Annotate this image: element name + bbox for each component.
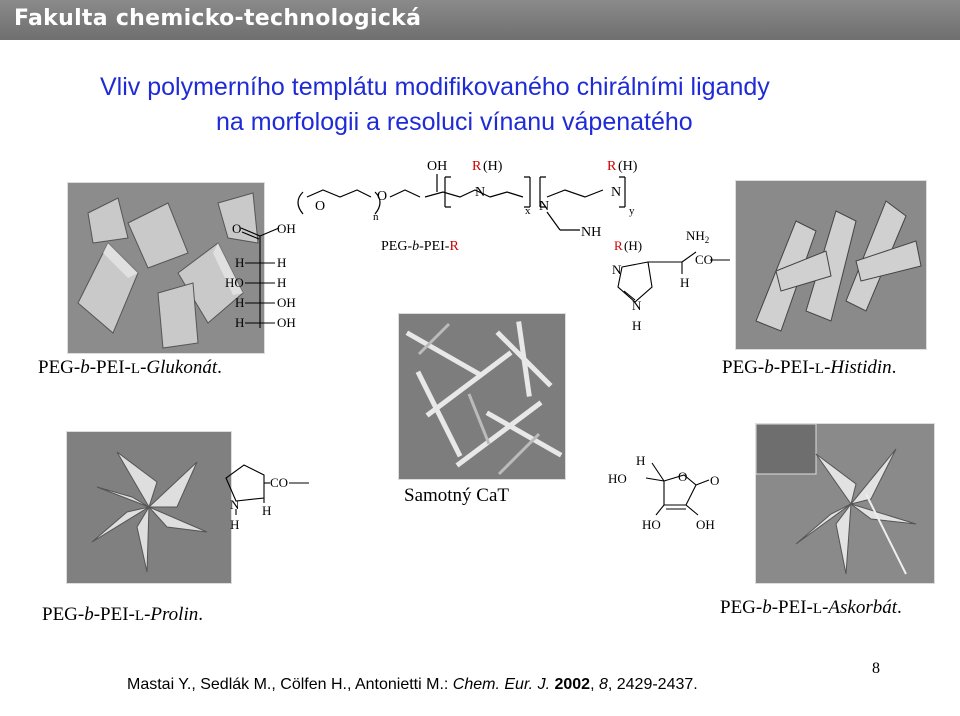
asc-O-ring: O: [678, 469, 687, 484]
poly-NH: NH: [581, 225, 601, 240]
polymer-structure: O O n OH R (H) N x N R (H) N y NH PEG-b-…: [297, 159, 638, 254]
asc-HO: HO: [642, 517, 661, 532]
poly-R2: R: [607, 159, 617, 174]
label-histidin: PEG-b-PEI-L-Histidin.: [722, 357, 897, 378]
sem-image-askorbat: [755, 423, 935, 584]
label-prolin: PEG-b-PEI-L-Prolin.: [42, 604, 203, 625]
poly-H2: (H): [618, 159, 638, 174]
his-N-top: N: [612, 262, 622, 277]
poly-name-R: R: [449, 239, 459, 254]
sem-image-glukonat: [67, 182, 265, 354]
sem-image-prolin: [66, 431, 232, 584]
label-askorbat: PEG-b-PEI-L-Askorbát.: [720, 597, 902, 618]
poly-N3: N: [611, 185, 621, 200]
pro-H-N: H: [230, 517, 239, 532]
asc-HO-top: HO: [608, 471, 627, 486]
gluc-H1: H: [235, 255, 244, 270]
poly-R1: R: [472, 159, 482, 174]
his-sub2: 2: [705, 235, 710, 245]
label-glukonat: PEG-b-PEI-L-Glukonát.: [38, 357, 222, 378]
his-NH: NH: [686, 228, 705, 243]
gluc-OH2: OH: [277, 295, 296, 310]
proline-structure: N H CO H: [225, 464, 309, 532]
poly-name-2: -PEI-: [419, 239, 450, 254]
his-N-bottom: N: [632, 298, 642, 313]
pro-CO: CO: [270, 475, 288, 490]
his-H-bottom: H: [632, 318, 641, 333]
poly-n: n: [373, 211, 379, 223]
poly-O: O: [377, 189, 387, 204]
asc-O-carbonyl: O: [710, 473, 719, 488]
ascorbate-structure: H HO O O HO OH: [608, 453, 719, 532]
gluc-H3: H: [277, 275, 286, 290]
poly-x: x: [525, 205, 531, 217]
his-R: R: [614, 238, 623, 253]
gluc-H4: H: [235, 295, 244, 310]
header-bar: [0, 0, 960, 40]
poly-y: y: [629, 205, 635, 217]
poly-N1: N: [475, 185, 485, 200]
poly-H1: (H): [483, 159, 503, 174]
poly-OH: OH: [427, 159, 447, 174]
his-H: H: [680, 275, 689, 290]
gluc-OH-top: OH: [277, 221, 296, 236]
histidine-structure: R (H) NH2 CO H N N H: [612, 228, 730, 333]
poly-name-b: b: [412, 239, 419, 254]
sem-image-histidin: [735, 180, 927, 350]
gluc-HO: HO: [225, 275, 244, 290]
svg-text:PEG-b-PEI-R: PEG-b-PEI-R: [381, 239, 459, 254]
page-number: 8: [872, 660, 880, 677]
poly-O-ring: O: [315, 199, 325, 214]
gluc-O: O: [232, 221, 241, 236]
header-title: Fakulta chemicko-technologická: [14, 6, 422, 31]
label-samotny: Samotný CaT: [404, 485, 510, 506]
poly-name-1: PEG-: [381, 239, 412, 254]
pro-N: N: [230, 497, 240, 512]
his-CO: CO: [695, 252, 713, 267]
his-H-paren: (H): [624, 238, 642, 253]
gluc-OH3: OH: [277, 315, 296, 330]
poly-N2: N: [539, 199, 549, 214]
gluconate-structure: O OH H H HO H H OH H OH: [225, 221, 296, 330]
asc-H: H: [636, 453, 645, 468]
pro-H: H: [262, 503, 271, 518]
reference: Mastai Y., Sedlák M., Cölfen H., Antonie…: [127, 676, 698, 693]
slide-title-line2: na morfologii a resoluci vínanu vápenaté…: [216, 108, 693, 136]
svg-text:NH2: NH2: [686, 228, 709, 245]
slide-title-line1: Vliv polymerního templátu modifikovaného…: [100, 73, 770, 101]
gluc-H5: H: [235, 315, 244, 330]
sem-image-samotny: [398, 313, 566, 480]
gluc-H2: H: [277, 255, 286, 270]
asc-OH: OH: [696, 517, 715, 532]
